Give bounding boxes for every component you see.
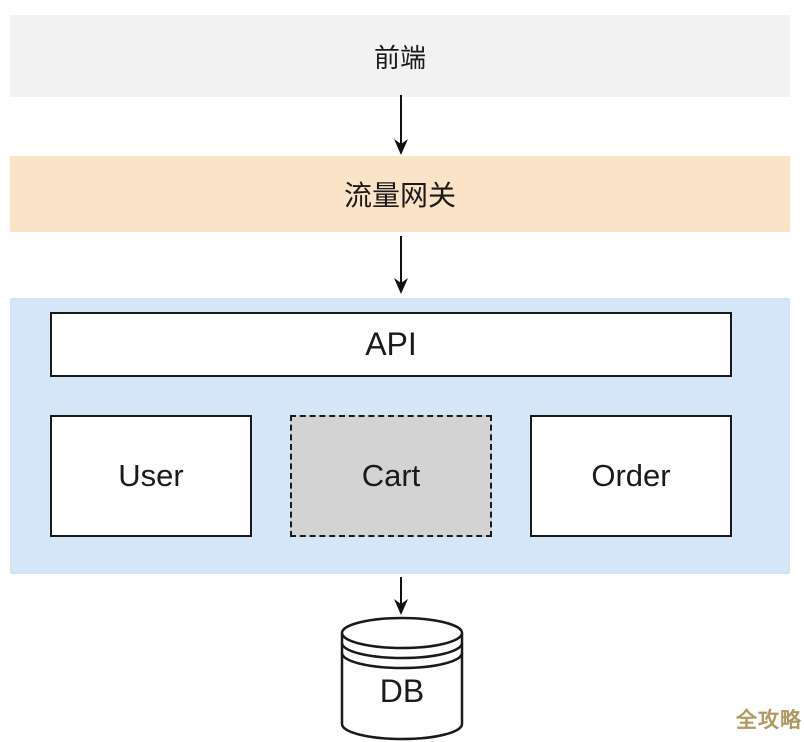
gateway-label: 流量网关: [343, 180, 456, 211]
user-label: User: [118, 458, 184, 493]
arrow-down-icon: [394, 577, 408, 615]
frontend-node: 前端: [10, 15, 790, 97]
gateway-node: 流量网关: [10, 156, 790, 232]
db-node: DB: [339, 612, 465, 742]
db-label: DB: [379, 672, 425, 709]
cart-label: Cart: [361, 458, 421, 493]
api-label: API: [365, 326, 417, 362]
order-node: Order: [530, 415, 732, 537]
services-container: API User Cart Order: [10, 298, 790, 574]
frontend-label: 前端: [373, 42, 426, 73]
watermark: 全攻略: [736, 709, 802, 732]
cart-node: Cart: [290, 415, 492, 537]
user-node: User: [50, 415, 252, 537]
arrow-down-icon: [394, 95, 408, 155]
arrow-down-icon: [394, 236, 408, 294]
api-node: API: [50, 312, 732, 377]
order-label: Order: [591, 458, 671, 493]
database-cylinder-icon: [340, 616, 464, 741]
